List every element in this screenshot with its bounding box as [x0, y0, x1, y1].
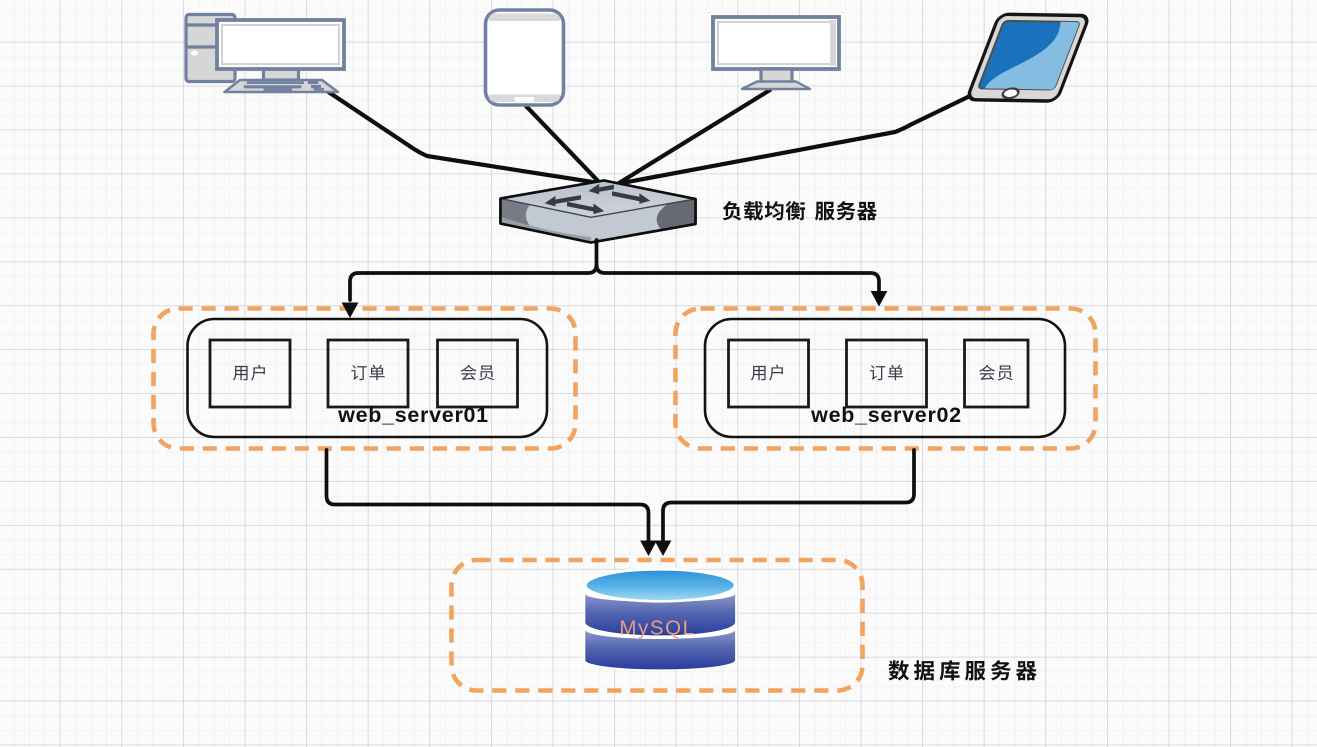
svg-text:web_server01: web_server01	[337, 403, 489, 427]
svg-text:web_server02: web_server02	[810, 403, 962, 427]
svg-text:MySQL: MySQL	[619, 617, 695, 640]
